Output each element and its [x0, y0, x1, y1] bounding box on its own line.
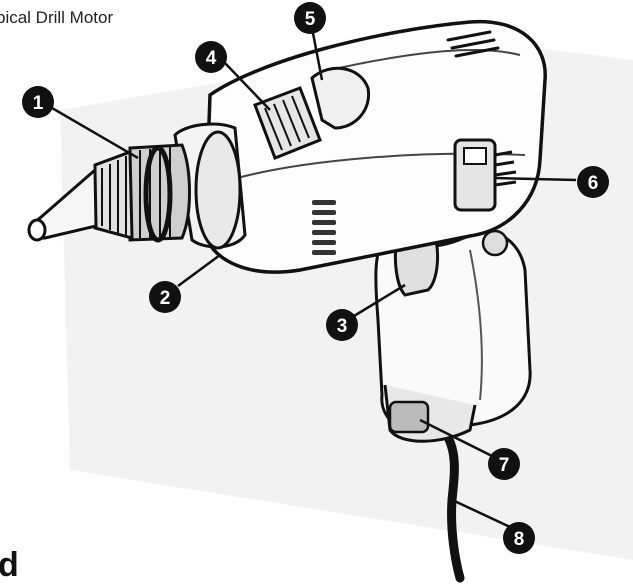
gear-teeth: [101, 156, 127, 236]
diagram-title: pical Drill Motor: [0, 8, 114, 27]
callout-1: 1: [22, 86, 54, 118]
drill-illustration: [27, 19, 633, 583]
speed-dial: [253, 86, 322, 160]
chuck-ring: [143, 145, 173, 243]
cord-guard: [388, 400, 430, 434]
leader-5: [310, 27, 324, 81]
leader-2: [177, 253, 221, 288]
callout-4: 4: [195, 41, 227, 73]
leader-3: [353, 283, 406, 318]
side-clip: [453, 138, 517, 212]
svg-text:7: 7: [499, 455, 510, 476]
side-vents: [312, 200, 336, 255]
svg-text:1: 1: [33, 93, 44, 114]
svg-text:4: 4: [206, 48, 217, 69]
callout-3: 3: [326, 309, 358, 341]
handle-grip-line: [469, 249, 483, 401]
leader-7: [419, 418, 501, 462]
lock-button: [481, 229, 509, 257]
svg-text:6: 6: [588, 173, 599, 194]
callout-6: 6: [577, 166, 609, 198]
cropped-heading-text: d: [0, 546, 19, 584]
svg-text:5: 5: [305, 9, 316, 30]
housing-ridge: [329, 49, 521, 71]
callout-5: 5: [294, 2, 326, 34]
direction-switch: [310, 66, 371, 130]
leader-1: [51, 106, 139, 160]
top-vents: [446, 30, 500, 58]
leader-4: [223, 61, 271, 111]
svg-text:2: 2: [160, 288, 171, 309]
svg-text:3: 3: [337, 316, 348, 337]
callout-2: 2: [149, 281, 181, 313]
chuck-tip: [27, 218, 47, 242]
callout-8: 8: [503, 522, 535, 554]
collar-ring: [194, 130, 242, 250]
callout-7: 7: [488, 448, 520, 480]
leader-6: [494, 176, 577, 182]
svg-text:8: 8: [514, 529, 525, 550]
